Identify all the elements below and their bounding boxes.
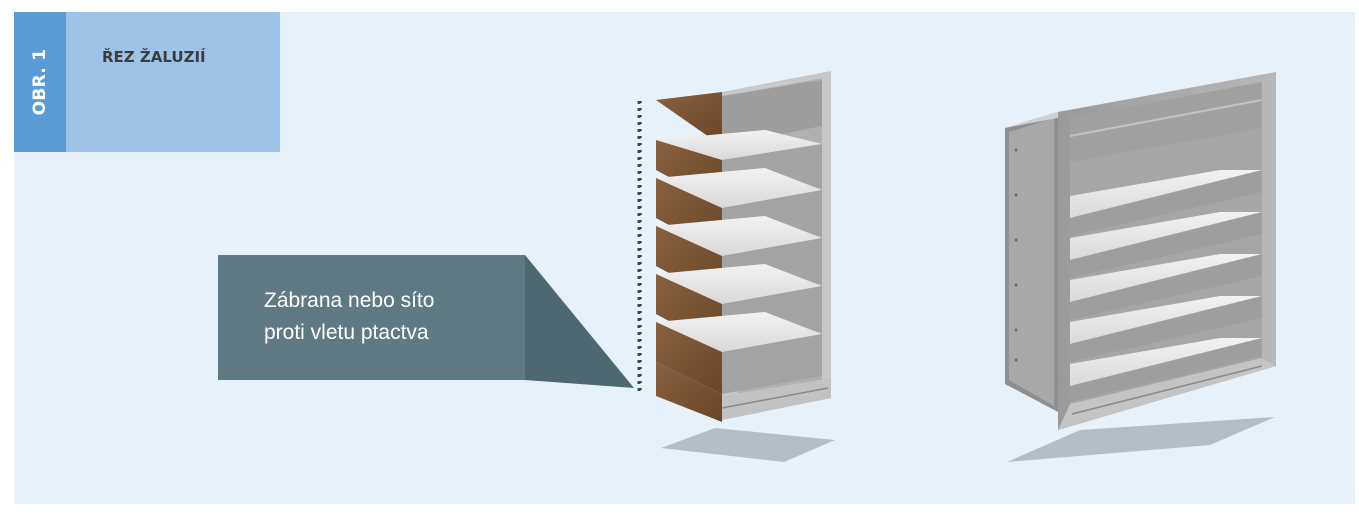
right-louver-shadow bbox=[1007, 417, 1275, 462]
left-louver-shadow bbox=[661, 428, 835, 462]
figure-title: ŘEZ ŽALUZIÍ bbox=[102, 48, 206, 66]
callout-line-2: proti vletu ptactva bbox=[264, 321, 429, 344]
mesh-screen-icon bbox=[637, 101, 642, 392]
figure-number-tag: OBR. 1 bbox=[14, 12, 66, 152]
cut-louver-illustration bbox=[637, 71, 835, 462]
callout-pointer bbox=[525, 255, 634, 388]
figure-title-box: ŘEZ ŽALUZIÍ bbox=[66, 12, 280, 152]
louver-illustration bbox=[1005, 72, 1276, 462]
callout-box: Zábrana nebo síto proti vletu ptactva bbox=[218, 255, 525, 380]
left-louver-blades bbox=[656, 130, 822, 422]
callout-text: Zábrana nebo síto proti vletu ptactva bbox=[264, 285, 514, 349]
callout-line-1: Zábrana nebo síto bbox=[264, 289, 435, 312]
right-louver-blades bbox=[1070, 170, 1262, 402]
